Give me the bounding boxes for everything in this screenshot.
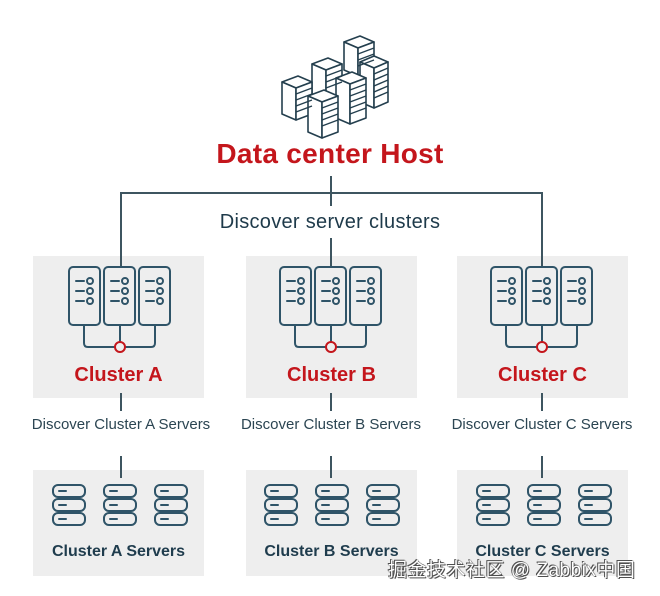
connector-host-down bbox=[330, 176, 332, 206]
cluster-b-servers-panel[interactable] bbox=[246, 470, 417, 576]
server-stack-icon bbox=[366, 484, 400, 526]
server-rack-cluster-icon bbox=[490, 266, 593, 353]
server-stack-icon bbox=[476, 484, 510, 526]
cluster-c-servers-panel[interactable] bbox=[457, 470, 628, 576]
connector-to-cluster-a bbox=[120, 192, 122, 256]
connector-servers-c bbox=[541, 456, 543, 478]
connector-cluster-c-top bbox=[541, 256, 543, 266]
cluster-a-label: Cluster A bbox=[74, 364, 163, 386]
server-stack-icon bbox=[578, 484, 612, 526]
connector-to-cluster-b bbox=[330, 238, 332, 256]
data-center-buildings-icon bbox=[281, 35, 389, 139]
connector-servers-b-top bbox=[330, 470, 332, 478]
connector-cluster-b-down bbox=[330, 393, 332, 411]
cluster-b-servers-label: Cluster B Servers bbox=[264, 543, 399, 560]
server-rack-cluster-icon bbox=[68, 266, 171, 353]
connector-cluster-b-top bbox=[330, 256, 332, 266]
cluster-c-label: Cluster C bbox=[498, 364, 587, 386]
cluster-a-panel[interactable] bbox=[33, 256, 204, 398]
connector-servers-c-top bbox=[541, 470, 543, 478]
discover-cluster-b-servers-label: Discover Cluster B Servers bbox=[240, 416, 422, 433]
watermark: 掘金技术社区 @ Zabbix中国 bbox=[388, 560, 636, 581]
discover-cluster-a-servers-label: Discover Cluster A Servers bbox=[31, 416, 211, 433]
connector-cluster-a-down bbox=[120, 393, 122, 411]
server-rack-cluster-icon bbox=[279, 266, 382, 353]
server-stack-icon bbox=[315, 484, 349, 526]
server-stack-icon bbox=[154, 484, 188, 526]
host-title: Data center Host bbox=[216, 138, 444, 169]
cluster-a-servers-panel[interactable] bbox=[33, 470, 204, 576]
server-stack-icon bbox=[52, 484, 86, 526]
connector-cluster-c-down bbox=[541, 393, 543, 411]
server-stack-icon bbox=[527, 484, 561, 526]
connector-servers-b bbox=[330, 456, 332, 478]
connector-horizontal bbox=[120, 192, 543, 194]
connector-servers-a-top bbox=[120, 470, 122, 478]
discover-cluster-c-servers-label: Discover Cluster C Servers bbox=[451, 416, 633, 433]
cluster-a-servers-label: Cluster A Servers bbox=[51, 543, 186, 560]
server-stack-icon bbox=[103, 484, 137, 526]
connector-cluster-a-top bbox=[120, 256, 122, 266]
server-stack-icon bbox=[264, 484, 298, 526]
cluster-b-label: Cluster B bbox=[287, 364, 376, 386]
connector-to-cluster-c bbox=[541, 192, 543, 256]
discover-clusters-label: Discover server clusters bbox=[219, 211, 441, 233]
cluster-c-servers-label: Cluster C Servers bbox=[475, 543, 610, 560]
connector-servers-a bbox=[120, 456, 122, 478]
